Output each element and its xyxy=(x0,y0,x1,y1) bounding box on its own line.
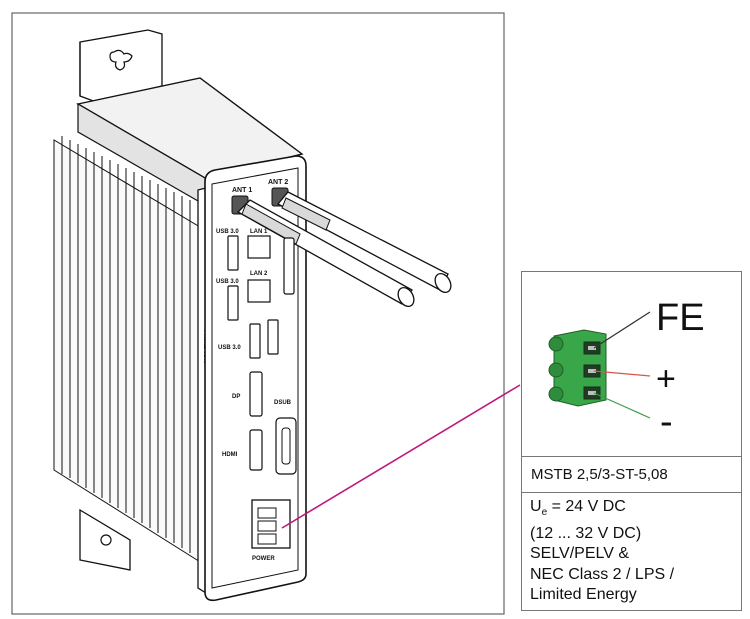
hdmi-port xyxy=(249,429,263,471)
green-terminal-block xyxy=(548,329,607,407)
antenna-1 xyxy=(231,195,415,307)
spec-range: (12 ... 32 V DC) xyxy=(530,524,642,542)
connector-detail-image: FE + - xyxy=(548,297,705,443)
bottom-mounting-bracket xyxy=(79,508,131,571)
usb-top-label: USB 3.0 xyxy=(216,229,239,235)
fe-pin-label: FE xyxy=(656,297,705,339)
drawing-frame xyxy=(11,12,505,615)
voltage-symbol: U xyxy=(530,498,542,515)
power-label: POWER xyxy=(252,556,275,562)
voltage-value: = 24 V DC xyxy=(547,498,626,515)
voltage-subscript: e xyxy=(541,507,548,519)
spec-voltage: Ue = 24 V DC xyxy=(530,497,741,524)
dsub-label: DSUB xyxy=(274,400,292,406)
lan2-port xyxy=(247,279,271,303)
usb-top-port xyxy=(227,235,239,271)
sim-slot xyxy=(283,237,295,295)
connector-detail-panel: FE + - MSTB 2,5/3-ST-5,08 Ue = 24 V DC (… xyxy=(521,271,742,611)
usb-mid-port xyxy=(227,285,239,321)
dp-port xyxy=(249,371,263,417)
hdmi-label: HDMI xyxy=(222,452,238,458)
lan2-label: LAN 2 xyxy=(250,271,268,277)
bracket-keyhole-icon xyxy=(109,49,133,71)
ant1-label: ANT 1 xyxy=(232,187,252,194)
spec-line5: Limited Energy xyxy=(530,586,637,604)
usb-bottom-port-1 xyxy=(249,323,261,359)
spec-line3: SELV/PELV & xyxy=(530,545,630,563)
lan1-label: LAN 1 xyxy=(250,229,268,235)
lan1-port xyxy=(247,235,271,259)
part-number: MSTB 2,5/3-ST-5,08 xyxy=(522,456,741,492)
dsub-port xyxy=(275,417,297,475)
fe-pin-line xyxy=(593,311,651,349)
power-spec: Ue = 24 V DC (12 ... 32 V DC) SELV/PELV … xyxy=(522,492,741,610)
dp-label: DP xyxy=(232,394,240,400)
plus-pin-label: + xyxy=(656,360,676,398)
minus-pin-label: - xyxy=(660,401,673,443)
top-mounting-bracket xyxy=(79,29,163,103)
power-connector xyxy=(251,499,291,549)
housing-top xyxy=(76,77,304,207)
usb-bottom-label: USB 3.0 xyxy=(218,345,241,351)
callout-line xyxy=(281,384,521,529)
plus-pin-line xyxy=(593,370,651,377)
minus-pin-line xyxy=(593,392,651,419)
heat-sink xyxy=(53,136,206,566)
spec-line4: NEC Class 2 / LPS / xyxy=(530,565,675,583)
usb-bottom-port-2 xyxy=(267,319,279,355)
ant2-label: ANT 2 xyxy=(268,179,288,186)
usb-mid-label: USB 3.0 xyxy=(216,279,239,285)
antenna-2 xyxy=(271,187,452,293)
